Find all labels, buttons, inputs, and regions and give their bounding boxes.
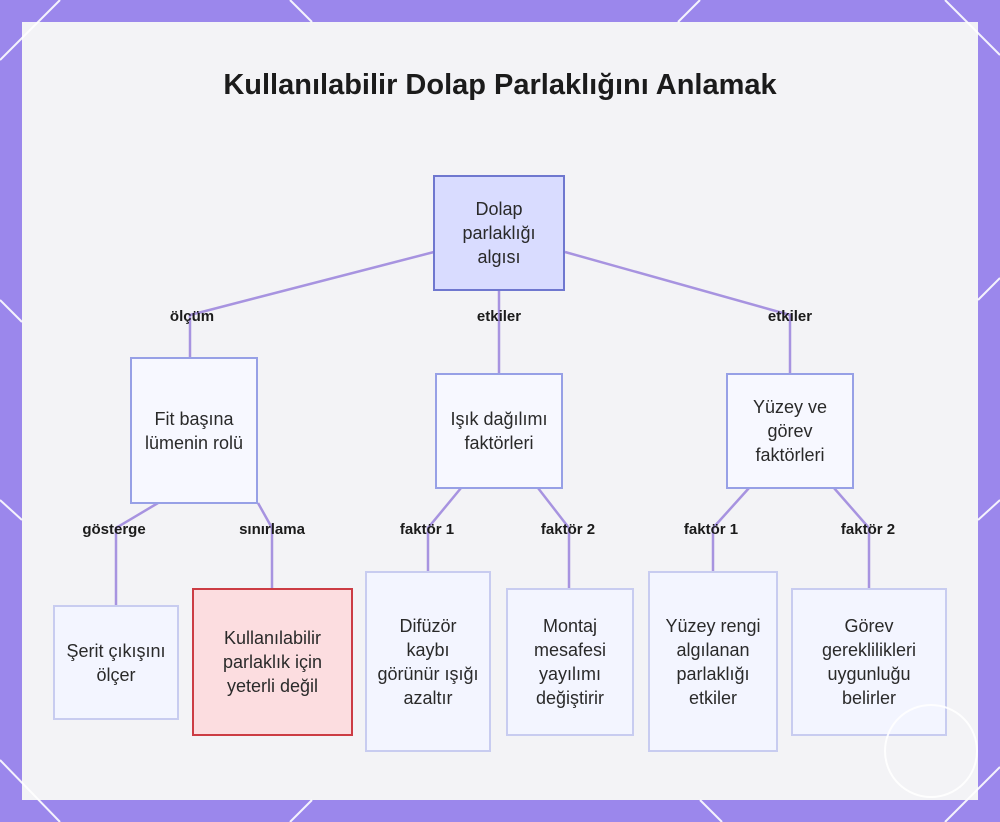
edge-label-affects-light: etkiler	[476, 308, 522, 325]
edge-surface-task	[833, 487, 871, 588]
node-surface-color: Yüzey rengi algılanan parlaklığı etkiler	[648, 571, 778, 752]
page-title: Kullanılabilir Dolap Parlaklığını Anlama…	[223, 69, 777, 101]
edge-label-measure: ölçüm	[169, 308, 215, 325]
node-task-requirements: Görev gereklilikleri uygunluğu belirler	[791, 588, 947, 736]
edge-root-surface	[564, 250, 792, 373]
watermark-logo-icon	[884, 704, 978, 798]
edge-label-indicator: gösterge	[82, 521, 146, 538]
edge-lumen-strip	[114, 501, 159, 605]
edge-label-factor-1-light: faktör 1	[399, 521, 455, 538]
edge-label-factor-1-surface: faktör 1	[683, 521, 739, 538]
edge-label-limit: sınırlama	[239, 521, 305, 538]
node-surface-task-factors: Yüzey ve görev faktörleri	[726, 373, 854, 489]
edge-label-factor-2-surface: faktör 2	[840, 521, 896, 538]
edge-label-factor-2-light: faktör 2	[540, 521, 596, 538]
edge-root-lumen	[188, 250, 435, 357]
node-light-distribution-factors: Işık dağılımı faktörleri	[435, 373, 563, 489]
node-insufficient-usable-brightness: Kullanılabilir parlaklık için yeterli de…	[192, 588, 353, 736]
edge-light-diffuser	[426, 487, 462, 571]
node-measures-strip-output: Şerit çıkışını ölçer	[53, 605, 179, 720]
edge-label-affects-surface: etkiler	[767, 308, 813, 325]
node-mounting-distance: Montaj mesafesi yayılımı değiştirir	[506, 588, 634, 736]
node-lumen-per-foot-role: Fit başına lümenin rolü	[130, 357, 258, 504]
edge-light-mounting	[537, 487, 571, 588]
node-cabinet-brightness-perception: Dolap parlaklığı algısı	[433, 175, 565, 291]
node-diffuser-loss: Difüzör kaybı görünür ışığı azaltır	[365, 571, 491, 752]
edge-lumen-insufficient	[256, 502, 274, 588]
edge-surface-color	[711, 487, 750, 571]
